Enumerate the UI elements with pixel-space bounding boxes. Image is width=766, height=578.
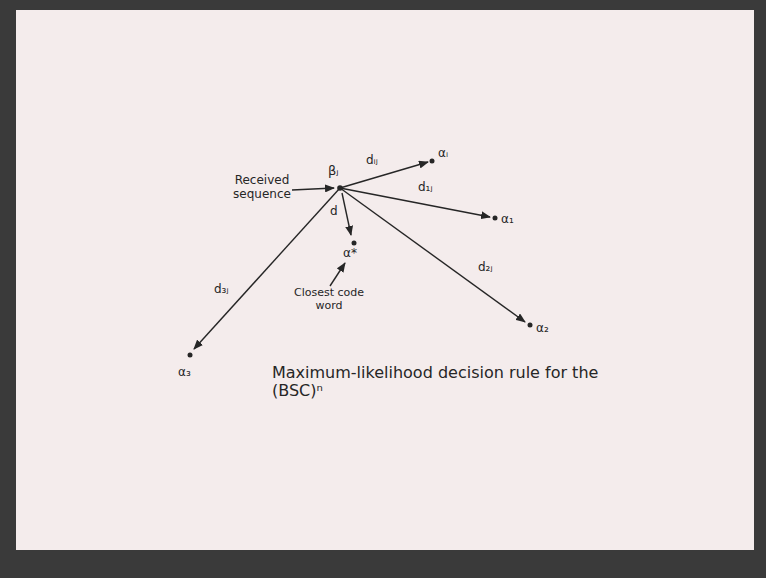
distance-arrow <box>340 188 490 217</box>
distance-label: d₂ⱼ <box>478 261 493 275</box>
pointer-arrow <box>330 263 345 286</box>
distance-arrow <box>194 188 340 349</box>
point-label: βⱼ <box>328 164 339 179</box>
caption-text: Maximum-likelihood decision rule for the… <box>272 364 632 401</box>
closest-label: Closest code word <box>292 287 366 312</box>
point-label: α* <box>343 247 357 261</box>
distance-label: d₃ⱼ <box>214 283 229 297</box>
pointer-arrow <box>292 188 334 190</box>
distance-label: d <box>330 205 338 219</box>
point-label: αᵢ <box>438 147 448 161</box>
point-dot <box>528 323 533 328</box>
point-dot <box>430 159 435 164</box>
point-dot <box>188 353 193 358</box>
distance-arrow <box>340 188 525 322</box>
received-label: Received sequence <box>226 174 298 202</box>
distance-label: d₁ⱼ <box>418 181 433 195</box>
point-label: α₃ <box>178 366 191 380</box>
point-dot <box>337 185 343 191</box>
point-label: α₁ <box>501 213 514 227</box>
point-dot <box>493 216 498 221</box>
point-label: α₂ <box>536 322 549 336</box>
distance-arrow <box>342 193 351 235</box>
paper-sheet <box>16 10 754 550</box>
point-dot <box>352 241 357 246</box>
distance-arrow <box>340 162 428 188</box>
distance-label: dᵢⱼ <box>366 154 378 168</box>
